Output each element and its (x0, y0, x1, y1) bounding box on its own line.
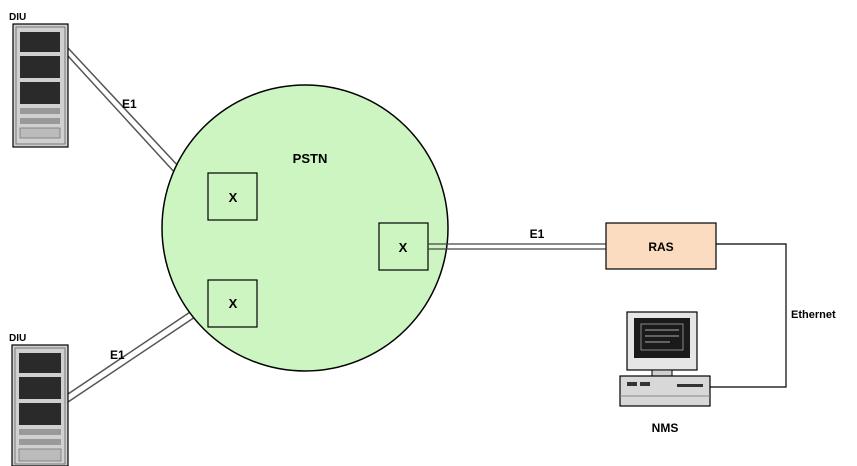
switch-bottom-label: X (229, 296, 238, 311)
nms-label: NMS (652, 421, 679, 435)
nms-workstation-icon (619, 311, 711, 407)
switch-top: X (207, 172, 258, 221)
ethernet-label: Ethernet (791, 309, 836, 321)
ras-label: RAS (648, 240, 673, 254)
pstn-cloud (161, 84, 449, 372)
top-e1-link (67, 47, 181, 175)
bottom-e1-link (67, 299, 211, 403)
switch-right: X (378, 222, 429, 271)
ras-e1-link (428, 243, 606, 250)
top-link-label: E1 (122, 97, 137, 111)
switch-top-label: X (229, 190, 238, 205)
top-diu-rack-icon (12, 23, 69, 148)
bottom-link-label: E1 (110, 348, 125, 362)
top-diu-label: DIU (9, 12, 26, 23)
ethernet-link (710, 243, 787, 388)
ras-link-label: E1 (530, 227, 545, 241)
switch-bottom: X (207, 279, 258, 328)
ras-box (605, 222, 717, 270)
pstn-label: PSTN (293, 151, 328, 166)
bottom-diu-rack-icon (11, 344, 69, 466)
bottom-diu-label: DIU (9, 333, 26, 344)
switch-right-label: X (399, 240, 408, 255)
